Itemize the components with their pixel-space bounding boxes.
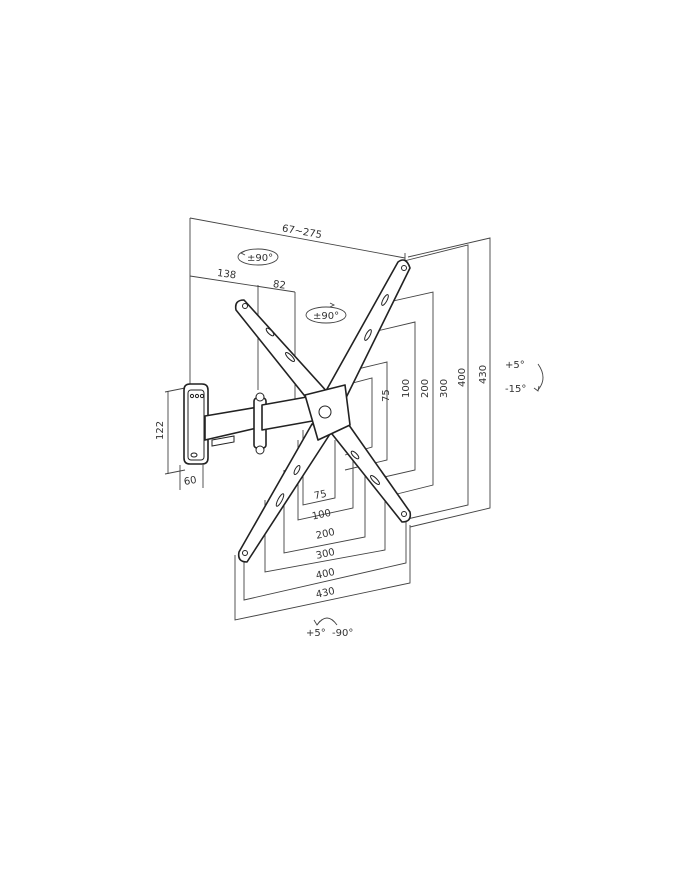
vesa-h-100: 100 — [311, 508, 332, 523]
wall-plate-width-label: 60 — [183, 475, 197, 488]
rotate-plus-label: +5° — [306, 628, 326, 639]
vesa-v-200: 200 — [420, 379, 431, 398]
vesa-vertical-dimensions: 75 100 200 300 400 430 — [344, 237, 491, 528]
arm-upper-left — [234, 299, 331, 411]
vesa-h-200: 200 — [315, 527, 336, 542]
vesa-v-430: 430 — [478, 365, 489, 384]
vesa-h-400: 400 — [315, 567, 336, 582]
vesa-v-400: 400 — [457, 368, 468, 387]
vesa-cross-bracket — [234, 259, 412, 563]
vesa-v-300: 300 — [439, 379, 450, 398]
swivel-2-label: ±90° — [313, 311, 339, 322]
vesa-h-430: 430 — [315, 586, 336, 601]
swivel-1-label: ±90° — [247, 253, 273, 264]
vesa-v-100: 100 — [401, 379, 412, 398]
articulating-arm — [204, 392, 319, 455]
tilt-up-label: +5° — [505, 360, 525, 371]
rotate-minus-label: -90° — [332, 628, 353, 639]
swivel-indicator-1: ±90° — [237, 248, 279, 266]
arm-dimensions: 138 82 — [189, 268, 296, 400]
arm-lower-right — [331, 417, 412, 523]
wall-plate — [183, 383, 209, 465]
vesa-h-75: 75 — [313, 489, 328, 502]
vesa-v-75: 75 — [381, 389, 392, 402]
wall-plate-dimensions: 122 60 — [155, 387, 204, 490]
tilt-down-label: -15° — [505, 384, 526, 395]
arm-lower-left — [237, 423, 331, 563]
swivel-indicator-2: ±90° — [305, 302, 347, 324]
tilt-indicator: +5° -15° — [505, 360, 544, 395]
vesa-h-300: 300 — [315, 547, 336, 562]
arm-length-2-label: 82 — [272, 279, 286, 292]
arm-length-1-label: 138 — [216, 268, 236, 282]
rotation-indicator: +5° -90° — [306, 617, 353, 639]
depth-dimension: 67~275 — [189, 217, 406, 395]
wall-plate-height-label: 122 — [155, 421, 166, 440]
